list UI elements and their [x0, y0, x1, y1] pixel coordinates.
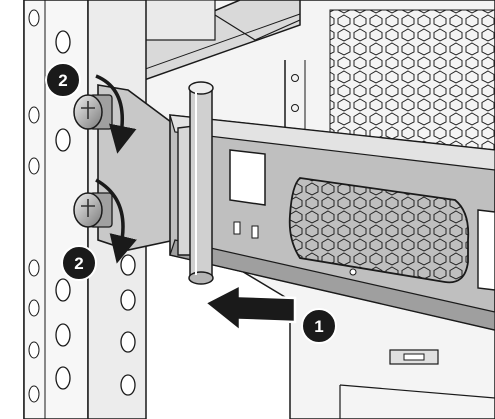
alignment-pin — [188, 81, 214, 285]
rotate-arrow-top — [95, 74, 137, 154]
chassis-latch — [339, 349, 495, 419]
rotate-arrow-bottom — [95, 178, 137, 264]
callout-label: 2 — [58, 71, 67, 90]
rail-bracket — [97, 84, 495, 331]
callout-step-2-top: 2 — [45, 62, 81, 98]
thumbscrew-bottom — [73, 192, 113, 228]
callout-label: 2 — [74, 254, 83, 273]
push-arrow — [202, 282, 297, 334]
callout-label: 1 — [314, 317, 323, 336]
callout-step-2-bottom: 2 — [61, 245, 97, 281]
thumbscrew-top — [73, 94, 113, 130]
callout-step-1: 1 — [301, 308, 337, 344]
